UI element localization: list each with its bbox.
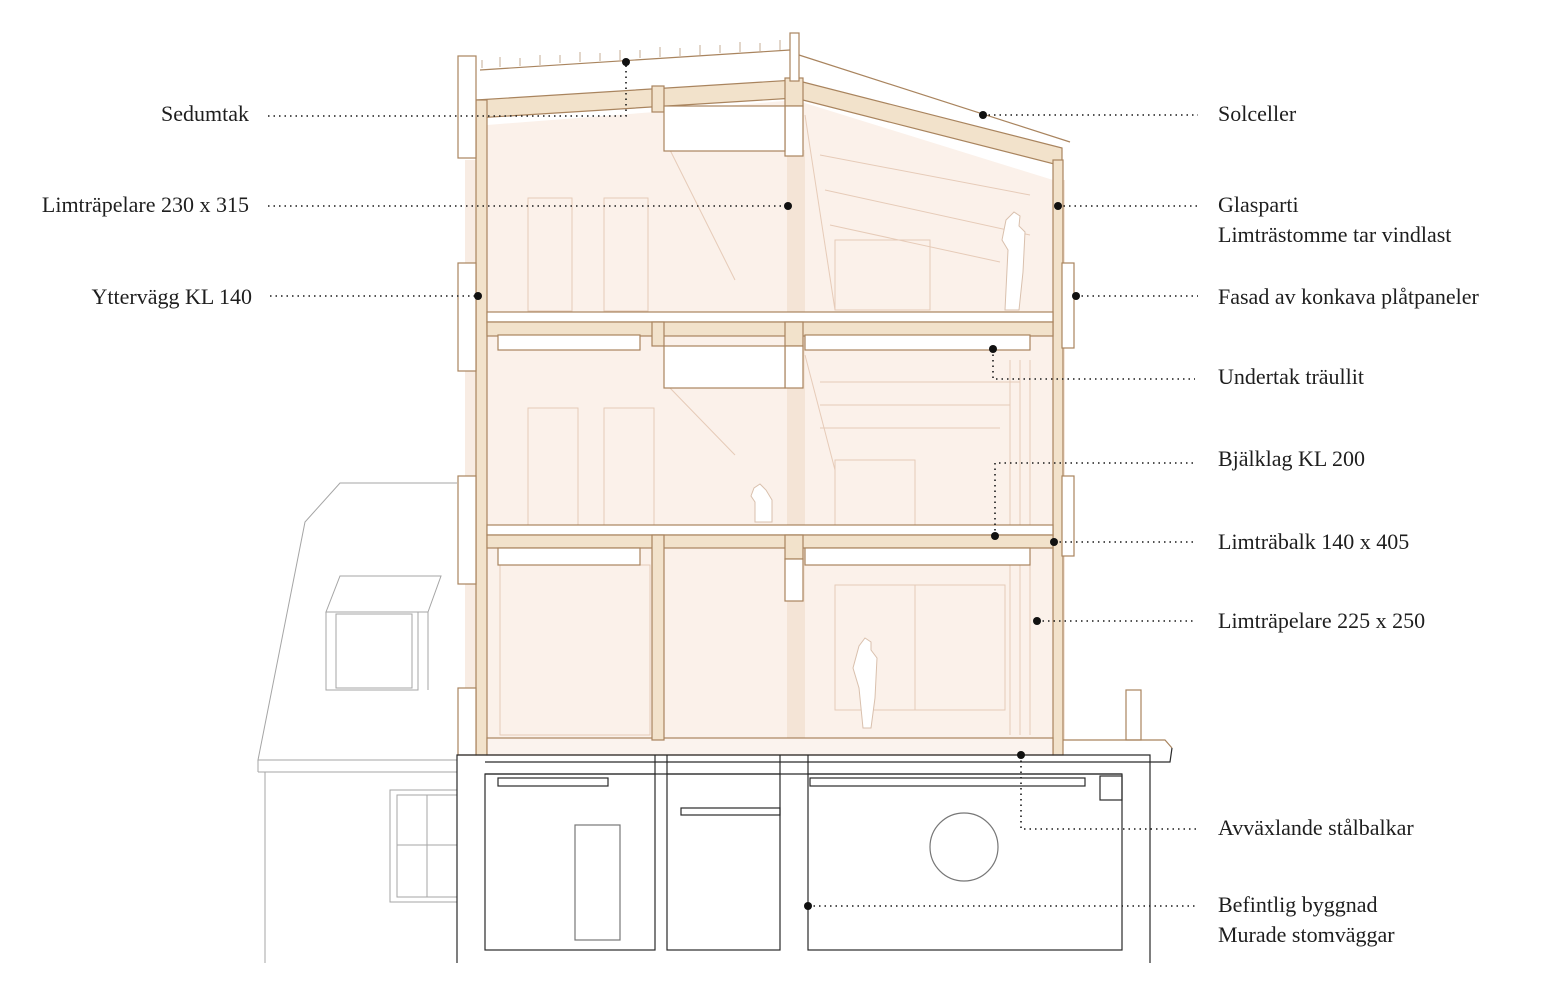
label-limtrastomme: Limträstomme tar vindlast: [1218, 222, 1452, 247]
label-befintlig-byggnad: Befintlig byggnad: [1218, 892, 1378, 917]
sedum-vegetation: [481, 40, 781, 68]
human-figures: [750, 211, 1026, 729]
label-murade-stomvaggar: Murade stomväggar: [1218, 922, 1395, 947]
leader-dots: [474, 58, 1080, 910]
label-yttervagg: Yttervägg KL 140: [91, 284, 252, 309]
label-fasad: Fasad av konkava plåtpaneler: [1218, 284, 1479, 309]
label-sedumtak: Sedumtak: [161, 101, 249, 126]
neighbour-house: [257, 482, 458, 963]
label-limtrapelare-225: Limträpelare 225 x 250: [1218, 608, 1426, 633]
interior-fill: [465, 100, 1065, 740]
existing-building: [456, 747, 1173, 963]
interior-details: [499, 114, 1031, 736]
label-bjalklag: Bjälklag KL 200: [1218, 446, 1366, 471]
label-solceller: Solceller: [1218, 101, 1297, 126]
label-limtrapelare-230: Limträpelare 230 x 315: [41, 192, 249, 217]
label-limtrabalk: Limträbalk 140 x 405: [1218, 529, 1410, 554]
label-undertak: Undertak träullit: [1218, 364, 1365, 389]
label-stalbalkar: Avväxlande stålbalkar: [1218, 815, 1414, 840]
timber-structure: [457, 32, 1173, 756]
label-glasparti: Glasparti: [1218, 192, 1299, 217]
leader-lines: [268, 62, 1198, 907]
